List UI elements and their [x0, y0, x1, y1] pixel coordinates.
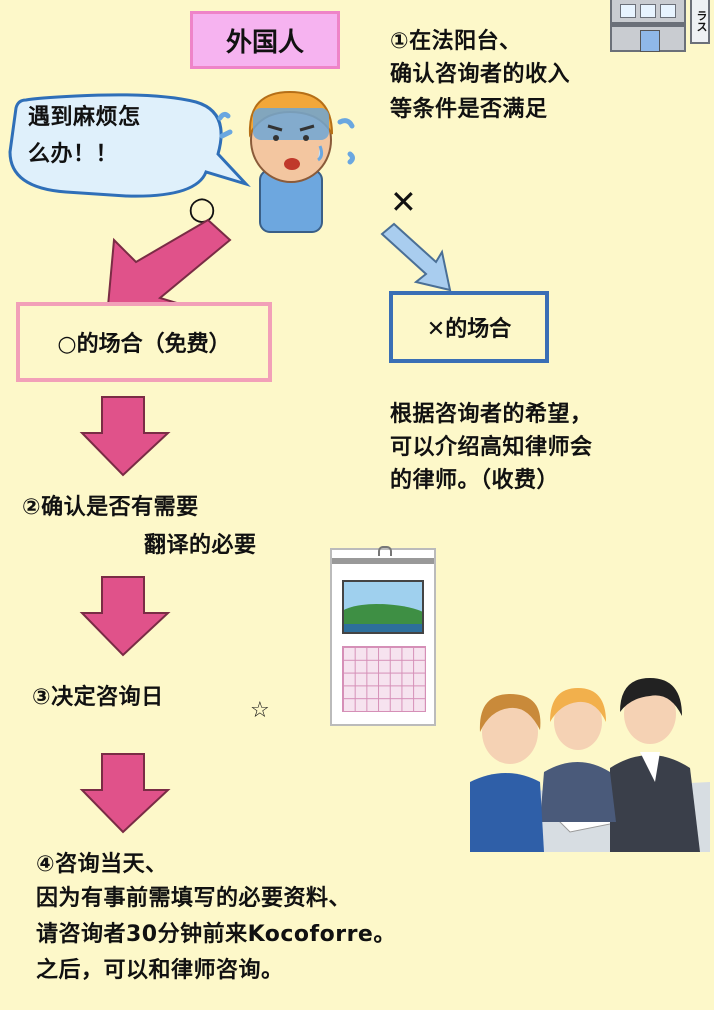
step1-line3: 等条件是否满足 [390, 97, 548, 122]
ok-mark: ○ [188, 189, 217, 227]
step4-line2: 因为有事前需填写的必要资料、 [36, 886, 352, 911]
star-icon: ☆ [250, 698, 271, 723]
step4-line3: 请咨询者30分钟前来Kocoforre。 [36, 922, 396, 947]
ok-arrow-icon [106, 218, 232, 308]
ng-text-line1: 根据咨询者的希望， [390, 402, 593, 427]
ok-case-box: ○的场合（免费） [16, 302, 272, 382]
step4-line1: ④咨询当天、 [36, 852, 168, 877]
down-arrow-icon-3 [79, 753, 171, 834]
bubble-line2: 么办！！ [28, 142, 119, 167]
title-box: 外国人 [190, 11, 340, 69]
step3-text: ③决定咨询日 [32, 685, 164, 710]
step2-line2: 翻译的必要 [144, 533, 257, 558]
ng-arrow-icon [380, 222, 452, 292]
bubble-line1: 遇到麻烦怎 [28, 105, 141, 130]
down-arrow-icon-1 [79, 396, 171, 477]
step1-line2: 确认咨询者的收入 [390, 62, 571, 87]
building-icon: ラス [610, 0, 714, 58]
worried-foreigner-icon [217, 90, 355, 233]
title-text: 外国人 [225, 27, 304, 58]
ng-mark: ✕ [390, 183, 418, 221]
building-sign: ラス [695, 10, 708, 32]
speech-bubble [8, 93, 251, 198]
ng-case-label: ✕的场合 [426, 317, 512, 342]
step1-line1: ①在法阳台、 [390, 29, 522, 54]
step2-line1: ②确认是否有需要 [22, 495, 199, 520]
ng-case-box: ✕的场合 [389, 291, 549, 363]
ok-case-label: ○的场合（免费） [57, 332, 231, 357]
ng-text-line2: 可以介绍高知律师会 [390, 435, 593, 460]
consultation-illustration [470, 672, 710, 852]
calendar-icon [330, 546, 436, 726]
ng-text-line3: 的律师。（收费） [390, 468, 560, 493]
step4-line4: 之后，可以和律师咨询。 [36, 958, 284, 983]
down-arrow-icon-2 [79, 576, 171, 657]
